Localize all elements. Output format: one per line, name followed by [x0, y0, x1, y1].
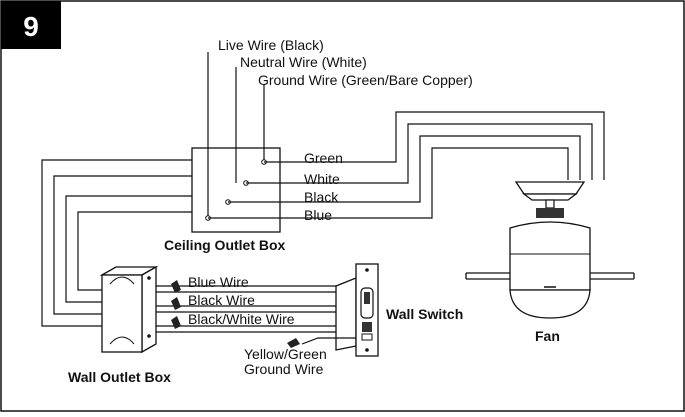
black-label: Black — [304, 189, 339, 205]
ceiling-to-wall-wire-4 — [77, 211, 192, 291]
wall-outlet-box — [99, 265, 159, 354]
wall-outlet-box-label: Wall Outlet Box — [68, 369, 171, 385]
ground-wire-to-switch — [301, 337, 356, 345]
white-label: White — [304, 171, 340, 187]
ceiling-to-wall-wire-1 — [41, 159, 192, 327]
ground-wire-label: Ground Wire (Green/Bare Copper) — [258, 72, 473, 88]
ceiling-to-wall-wire-2 — [53, 175, 192, 315]
wall-switch-label: Wall Switch — [386, 306, 463, 322]
black-wire-label: Black Wire — [188, 292, 255, 308]
blue-wire-to-fan — [208, 147, 569, 219]
figure-number-badge: 9 — [1, 1, 61, 49]
wire-nut-icon — [171, 280, 181, 329]
blue-label: Blue — [304, 207, 332, 223]
ceiling-outlet-box-label: Ceiling Outlet Box — [164, 237, 286, 253]
ceiling-fan — [465, 181, 635, 319]
fan-label: Fan — [535, 328, 560, 344]
neutral-wire-label: Neutral Wire (White) — [240, 54, 367, 70]
black-white-wire-label: Black/White Wire — [188, 311, 295, 327]
green-label: Green — [304, 150, 343, 166]
ceiling-to-wall-wire-3 — [65, 195, 192, 303]
live-wire-label: Live Wire (Black) — [218, 37, 324, 53]
ground-wire-2-label: Ground Wire — [244, 361, 324, 377]
green-wire-to-fan — [264, 111, 605, 180]
wall-switch — [335, 263, 379, 357]
blue-wire-label: Blue Wire — [188, 274, 249, 290]
black-wire-to-fan — [228, 135, 581, 203]
figure-number: 9 — [23, 11, 39, 42]
ground-wire-nut-icon — [287, 338, 300, 348]
yellow-green-label: Yellow/Green — [244, 346, 327, 362]
white-wire-to-fan — [246, 123, 593, 184]
